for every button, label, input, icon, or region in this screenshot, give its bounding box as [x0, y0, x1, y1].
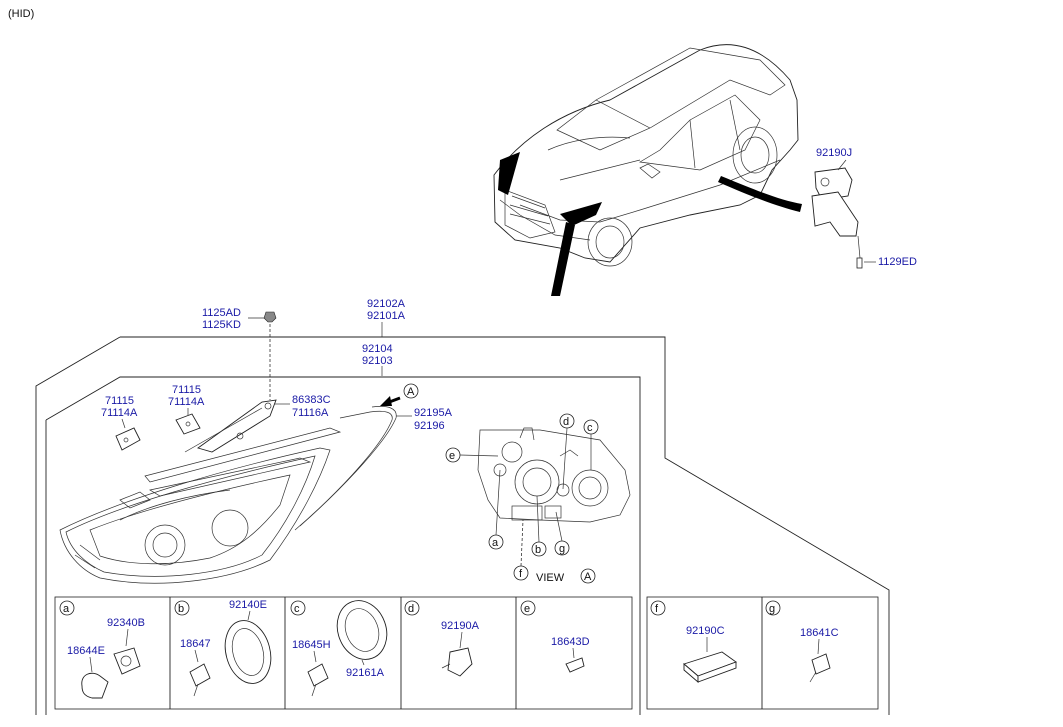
cell-e-letter: e	[524, 603, 530, 615]
part-number-71116A: 71116A	[292, 407, 329, 419]
socket-92161A	[307, 600, 388, 697]
cell-f-circle	[650, 600, 666, 616]
part-number-92140E: 92140E	[229, 599, 267, 611]
part-number-18645H: 18645H	[292, 639, 331, 651]
trim-strip	[294, 406, 397, 531]
part-number-92340B: 92340B	[107, 617, 145, 629]
part-number-18644E: 18644E	[67, 645, 105, 657]
part-number-71114A-right: 71114A	[168, 396, 205, 408]
cell-e-circle	[520, 600, 536, 616]
callout-g: g	[559, 543, 565, 555]
clip-right	[175, 413, 201, 435]
parts-table-right	[646, 596, 879, 710]
cell-b-circle	[174, 600, 190, 616]
view-letter: A	[584, 571, 592, 583]
callout-b: b	[535, 544, 541, 556]
cell-b-letter: b	[178, 603, 184, 615]
part-number-18641C: 18641C	[800, 627, 839, 639]
part-number-71115-right: 71115	[172, 384, 201, 396]
view-label: VIEW	[536, 572, 565, 584]
socket-92140E	[189, 610, 272, 697]
bolt-1125AD	[263, 311, 277, 400]
view-arrow-letter: A	[407, 386, 415, 398]
view-letter-circle	[580, 568, 596, 584]
cell-d-circle	[404, 600, 420, 616]
part-number-92190J: 92190J	[816, 147, 852, 159]
part-number-86383C: 86383C	[292, 394, 331, 406]
cell-c-letter: c	[294, 603, 300, 615]
part-number-18647: 18647	[180, 638, 211, 650]
igniter-92190A	[441, 631, 473, 677]
ballast-bracket	[811, 159, 876, 269]
cell-c-circle	[290, 600, 306, 616]
part-number-92104: 92104	[362, 343, 393, 355]
part-number-1129ED: 1129ED	[878, 256, 917, 268]
vehicle-illustration	[493, 44, 802, 296]
bracket-86383C	[184, 399, 277, 453]
callout-d: d	[563, 416, 569, 428]
part-number-92101A: 92101A	[367, 310, 406, 322]
bulb-18644E	[81, 628, 141, 699]
callout-f: f	[519, 568, 523, 580]
assembly-outline	[120, 336, 890, 715]
part-number-92190A: 92190A	[441, 620, 480, 632]
bulb-18641C	[809, 638, 831, 683]
part-number-92196: 92196	[414, 420, 445, 432]
view-arrow	[380, 383, 419, 406]
part-number-92190C: 92190C	[686, 625, 725, 637]
cell-a-circle	[59, 600, 75, 616]
part-number-71115-left: 71115	[105, 395, 134, 407]
parts-table-left	[54, 596, 633, 710]
headlamp-assembly	[59, 427, 342, 584]
part-number-92161A: 92161A	[346, 667, 385, 679]
part-number-71114A-left: 71114A	[101, 407, 138, 419]
variant-label: (HID)	[8, 8, 34, 20]
part-number-92103: 92103	[362, 355, 393, 367]
part-number-92102A: 92102A	[367, 298, 406, 310]
cell-a-letter: a	[63, 603, 70, 615]
headlamp-rear-view	[477, 427, 631, 523]
callout-a: a	[492, 537, 499, 549]
part-number-1125AD: 1125AD	[202, 307, 241, 319]
cell-d-letter: d	[408, 603, 414, 615]
part-number-18643D: 18643D	[551, 636, 590, 648]
ballast-92190C	[683, 637, 737, 683]
cell-f-letter: f	[655, 603, 659, 615]
cell-g-circle	[765, 600, 781, 616]
bulb-18643D	[565, 647, 585, 673]
part-number-92195A: 92195A	[414, 407, 453, 419]
callout-e: e	[449, 450, 455, 462]
callout-c: c	[587, 422, 593, 434]
cell-g-letter: g	[769, 603, 775, 615]
part-number-1125KD: 1125KD	[202, 319, 241, 331]
